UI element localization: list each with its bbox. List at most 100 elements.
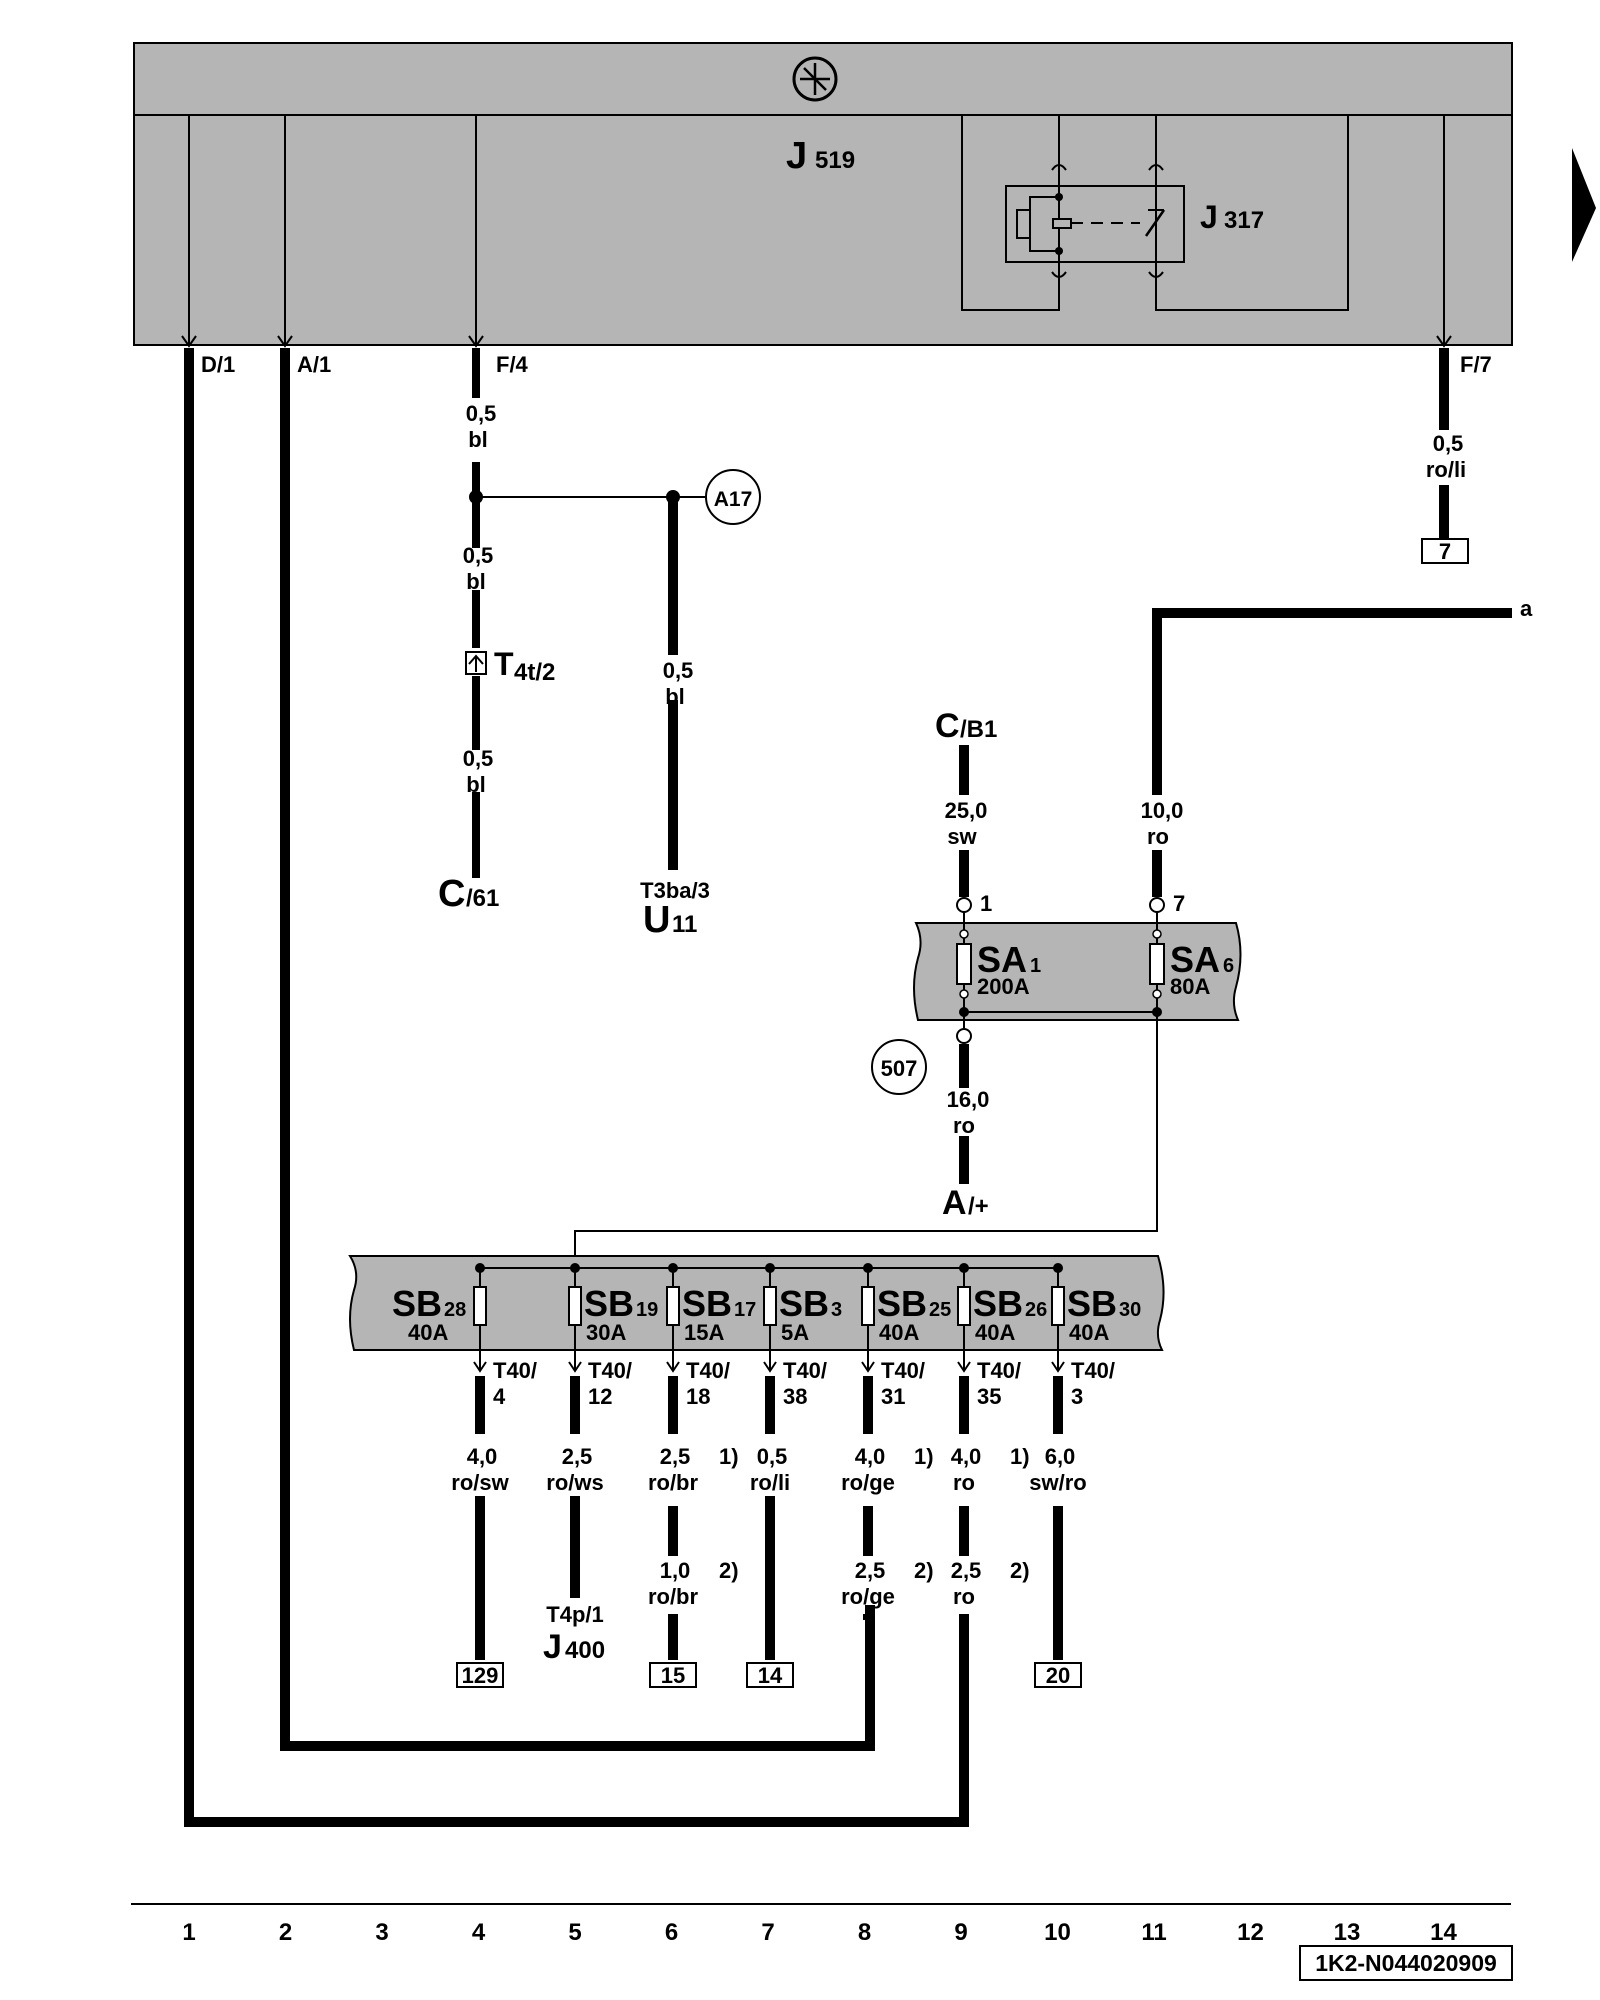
wire-size: 4,0 — [855, 1444, 886, 1469]
relay-switch-icon — [1144, 209, 1166, 237]
component-aplus-sub: /+ — [968, 1193, 989, 1220]
pin-arrow-icon — [1436, 335, 1452, 348]
fuse-name: SB — [779, 1283, 829, 1324]
fuse-name: SB — [877, 1283, 927, 1324]
pin-label: F/7 — [1460, 352, 1492, 377]
wire-size: 6,0 — [1045, 1444, 1076, 1469]
wire-size: 0,5 — [463, 746, 494, 771]
fuse-icon — [957, 1286, 971, 1326]
wire-note: 1) — [1010, 1444, 1030, 1469]
wire-size: 25,0 — [945, 798, 988, 823]
pin-arrow-icon — [763, 1361, 777, 1373]
pin-arrow-icon — [666, 1361, 680, 1373]
wire-color: ro — [953, 1470, 975, 1495]
wire-size: 2,5 — [562, 1444, 593, 1469]
relay-name: J — [1200, 199, 1218, 235]
fuse-sub: 28 — [444, 1299, 466, 1321]
component-c61-sub: /61 — [466, 885, 499, 912]
connector-t40-pin: 4 — [493, 1384, 506, 1409]
wire-color: bl — [468, 427, 488, 452]
doc-id-box — [1299, 1945, 1513, 1981]
ref-a: a — [1520, 596, 1533, 621]
relay-j317: J 317 — [961, 115, 1349, 311]
fuse-name: SB — [682, 1283, 732, 1324]
wire-size: 16,0 — [947, 1087, 990, 1112]
column-number: 8 — [858, 1919, 871, 1946]
pin-arrow-icon — [181, 335, 197, 348]
connector-t40: T40/ — [686, 1358, 730, 1383]
ref-f7: 7 — [1439, 539, 1451, 564]
wire-size: 1,0 — [660, 1558, 691, 1583]
pin-arrow-icon — [568, 1361, 582, 1373]
fuse-name: SB — [584, 1283, 634, 1324]
terminal-icon — [956, 897, 972, 913]
wire-color: ro/ws — [546, 1470, 603, 1495]
wire-size: 2,5 — [951, 1558, 982, 1583]
ref-sb3: 14 — [758, 1663, 783, 1688]
connector-t40: T40/ — [977, 1358, 1021, 1383]
terminal-icon — [1149, 897, 1165, 913]
column-number: 6 — [665, 1919, 678, 1946]
ref-box — [746, 1662, 794, 1688]
relay-pin-icon — [1051, 271, 1067, 278]
wire-size: 0,5 — [757, 1444, 788, 1469]
connector-t4p: T4p/1 — [546, 1602, 603, 1627]
column-number: 5 — [568, 1919, 581, 1946]
fuse-name: SA — [1170, 939, 1220, 980]
fuse-name: SB — [1067, 1283, 1117, 1324]
component-cb1: C — [935, 707, 960, 745]
fuse-sub: 1 — [1030, 955, 1041, 977]
relay-sub: 317 — [1224, 207, 1264, 234]
ecu-body — [133, 42, 1513, 346]
node-a17: A17 — [714, 488, 753, 511]
wire-color: ro/br — [648, 1470, 699, 1495]
wire-color: ro/ge — [841, 1470, 895, 1495]
fuse-rating: 5A — [781, 1320, 809, 1345]
node-circle — [871, 1039, 927, 1095]
wire-cb1: C /B1 25,0 sw 1 — [935, 707, 997, 916]
wire-size: 0,5 — [463, 543, 494, 568]
column-number: 12 — [1237, 1919, 1264, 1946]
doc-id: 1K2-N044020909 — [1315, 1950, 1497, 1976]
connector-t40: T40/ — [881, 1358, 925, 1383]
column-number: 4 — [472, 1919, 486, 1946]
connector-t40-pin: 12 — [588, 1384, 612, 1409]
pin-label: A/1 — [297, 352, 331, 377]
pin-arrow-icon — [861, 1361, 875, 1373]
relay-pin-icon — [1148, 164, 1164, 171]
wire-f4: A17 0,5 bl 0,5 bl T 4t/2 0,5 bl C /61 — [438, 348, 761, 915]
fuse-rating: 30A — [586, 1320, 626, 1345]
wire-size: 4,0 — [467, 1444, 498, 1469]
column-number: 7 — [761, 1919, 774, 1946]
wire-color: ro/ge — [841, 1584, 895, 1609]
ref-box — [1421, 538, 1469, 564]
pin-label: F/4 — [496, 352, 529, 377]
column-number: 2 — [279, 1919, 292, 1946]
connector-t40-pin: 38 — [783, 1384, 807, 1409]
wire-sa6-to-sb — [574, 1012, 1158, 1268]
ecu-icon — [792, 56, 838, 102]
sa-fusebox: SA 1 200A SA 6 80A — [913, 912, 1242, 1021]
fuse-rating: 200A — [977, 974, 1030, 999]
fuse-sub: 17 — [734, 1299, 756, 1321]
connector-t40-pin: 31 — [881, 1384, 905, 1409]
fuse-icon — [666, 1286, 680, 1326]
wire-size: 0,5 — [1433, 431, 1464, 456]
fuse-name: SB — [973, 1283, 1023, 1324]
ref-sb28: 129 — [462, 1663, 499, 1688]
wire-color: ro/sw — [451, 1470, 509, 1495]
relay-pin-icon — [1051, 164, 1067, 171]
connector-t40-pin: 35 — [977, 1384, 1001, 1409]
ref-sb30: 20 — [1046, 1663, 1070, 1688]
ref-sb17: 15 — [661, 1663, 685, 1688]
pin-arrow-icon — [1051, 1361, 1065, 1373]
ref-box — [1034, 1662, 1082, 1688]
relay-box — [1005, 185, 1185, 263]
wire-size: 2,5 — [855, 1558, 886, 1583]
